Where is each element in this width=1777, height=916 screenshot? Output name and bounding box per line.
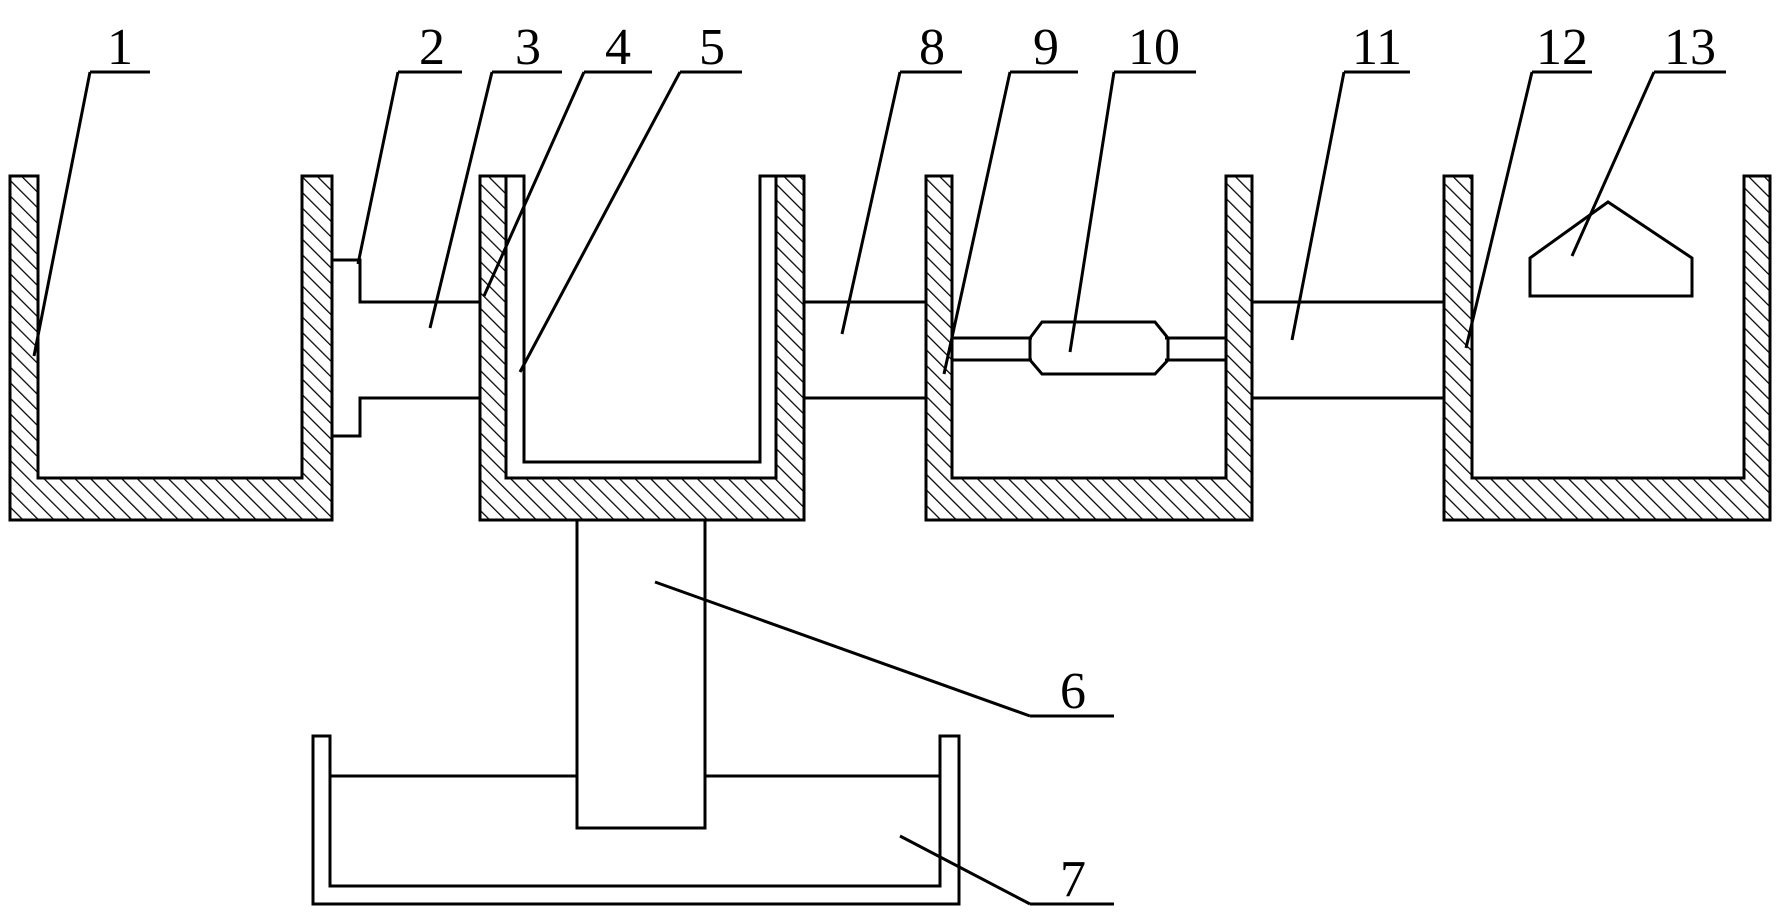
stepped-connector: [332, 258, 480, 438]
callout-10: 10: [1128, 19, 1180, 76]
callout-9: 9: [1033, 19, 1059, 76]
object-13: [1528, 200, 1694, 298]
basin-7: [311, 734, 961, 906]
callout-4: 4: [605, 19, 631, 76]
rod-assembly: [952, 320, 1226, 376]
callout-11: 11: [1352, 19, 1402, 76]
tank-9: [924, 174, 1254, 522]
callout-13: 13: [1664, 19, 1716, 76]
pipe-11: [1252, 300, 1444, 400]
capsule-10: [1028, 320, 1170, 376]
callout-6: 6: [1060, 663, 1086, 720]
callout-labels: 1 2 3 4 5 8 9 10 11 12 13 6 7: [107, 19, 1716, 908]
callout-3: 3: [515, 19, 541, 76]
callout-1: 1: [107, 19, 133, 76]
tank-1: [8, 174, 334, 522]
column-6: [575, 518, 707, 830]
callout-12: 12: [1536, 19, 1588, 76]
tank-4: [478, 174, 806, 522]
callout-8: 8: [919, 19, 945, 76]
pipe-8: [804, 300, 926, 400]
callout-5: 5: [699, 19, 725, 76]
tank-12: [1442, 174, 1772, 522]
leader-lines: [32, 70, 1726, 906]
callout-2: 2: [419, 19, 445, 76]
callout-7: 7: [1060, 851, 1086, 908]
